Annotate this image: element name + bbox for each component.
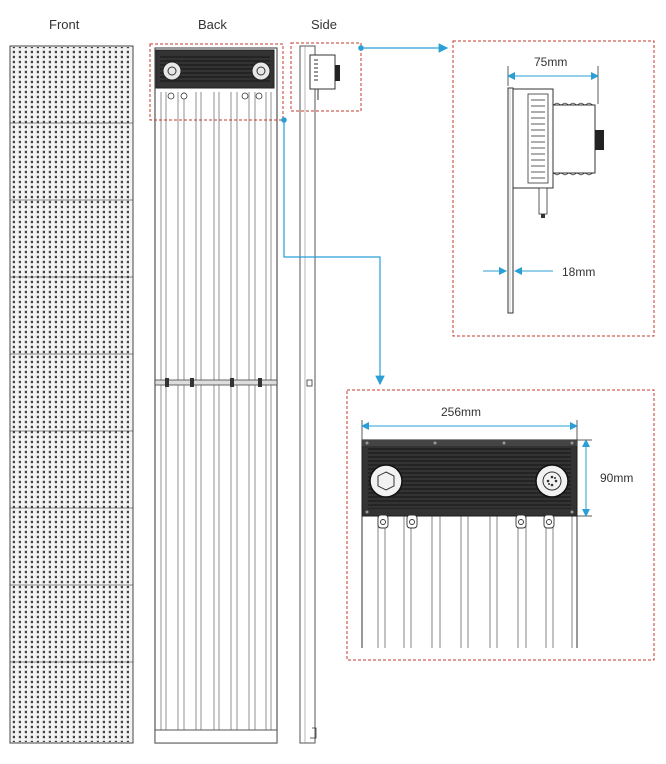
dimension-depth-label: 75mm — [534, 55, 568, 69]
back-view — [149, 43, 284, 744]
front-view-title: Front — [49, 17, 80, 32]
leader-lines — [281, 43, 449, 386]
side-detail — [452, 40, 655, 337]
dimension-width-label: 256mm — [441, 405, 482, 419]
dimension-thickness-label: 18mm — [562, 265, 596, 279]
back-view-title: Back — [198, 17, 227, 32]
side-view-title: Side — [311, 17, 338, 32]
box-detail — [346, 389, 655, 661]
front-view — [9, 45, 134, 744]
side-view — [290, 42, 362, 744]
dimension-height-label: 90mm — [600, 471, 634, 485]
